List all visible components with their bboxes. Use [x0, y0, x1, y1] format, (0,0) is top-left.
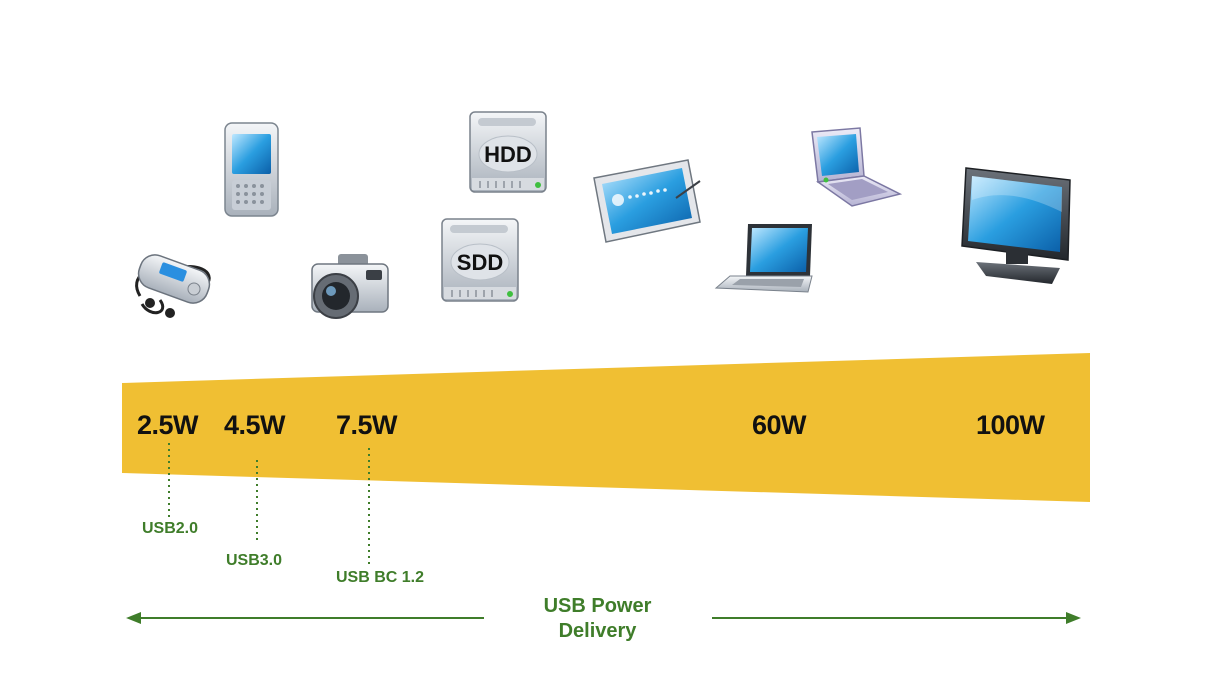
watt-label-2-5: 2.5W [137, 410, 199, 440]
netbook-icon [811, 127, 903, 207]
monitor-icon [961, 167, 1071, 284]
pd-left-arrow [126, 612, 484, 624]
watt-label-4-5: 4.5W [224, 410, 286, 440]
smartphone-icon [224, 122, 279, 217]
watt-label-100: 100W [976, 410, 1045, 440]
hdd-label: HDD [484, 142, 532, 167]
usb-pd-label-line1: USB Power [543, 595, 652, 617]
watt-label-7-5: 7.5W [336, 410, 398, 440]
tablet-icon [593, 159, 701, 243]
standard-label-usb3: USB3.0 [226, 552, 283, 569]
laptop-icon [714, 224, 813, 293]
mp3-player-icon [135, 254, 211, 318]
pd-right-arrow [712, 612, 1081, 624]
camera-icon [311, 254, 389, 319]
watt-label-60: 60W [752, 410, 807, 440]
standard-label-usb2: USB2.0 [142, 520, 199, 537]
power-band [122, 353, 1090, 502]
hdd-icon: HDD [469, 111, 547, 193]
usb-pd-label-line2: Delivery [558, 620, 637, 642]
standard-label-usb-bc: USB BC 1.2 [336, 569, 425, 586]
usb-pd-label: USB Power Delivery [500, 594, 695, 644]
sdd-label: SDD [457, 250, 503, 275]
ssd-icon: SDD [441, 218, 519, 302]
